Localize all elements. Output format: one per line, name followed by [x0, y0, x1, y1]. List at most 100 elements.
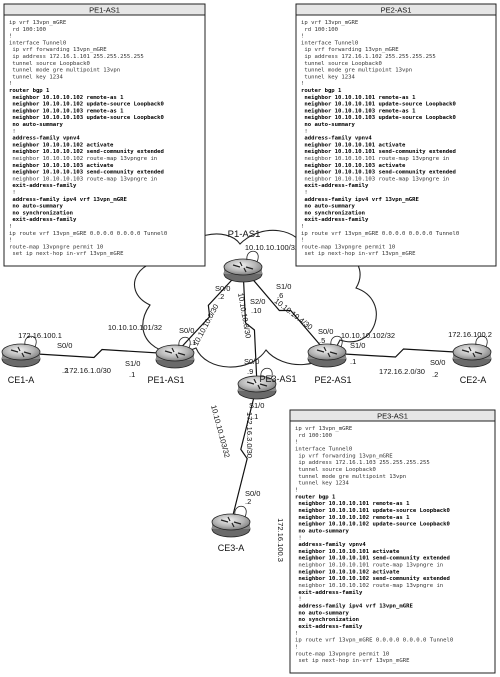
- router-arrow-icon: [253, 378, 257, 384]
- loopback-icon: [178, 336, 191, 349]
- config-line: neighbor 10.10.10.102 send-community ext…: [295, 576, 450, 582]
- router-name-label: PE3-AS1: [259, 374, 296, 384]
- router-ce2: [452, 335, 492, 368]
- router-pe3: [237, 367, 277, 400]
- host-address-label: .2: [432, 370, 438, 379]
- config-line: set ip next-hop in-vrf 13vpn_mGRE: [301, 251, 416, 257]
- config-line: !: [9, 190, 16, 196]
- config-line: exit-address-family: [301, 183, 369, 189]
- router-arrow-icon: [177, 352, 186, 356]
- router-name-label: CE1-A: [8, 375, 35, 385]
- config-line: neighbor 10.10.10.103 activate: [301, 163, 406, 169]
- config-line: tunnel mode gre multipoint 13vpn: [295, 474, 406, 480]
- config-line: route-map 13vpngre permit 10: [295, 651, 389, 657]
- link-subnet-label: 172.16.2.0/30: [379, 367, 425, 376]
- config-line: no synchronization: [301, 210, 365, 216]
- config-line: neighbor 10.10.10.101 send-community ext…: [301, 149, 456, 155]
- router-top-icon: [237, 375, 277, 393]
- interface-label: S0/0: [430, 358, 445, 367]
- router-top-icon: [223, 258, 263, 276]
- config-line: neighbor 10.10.10.101 activate: [295, 549, 400, 555]
- config-line: neighbor 10.10.10.103 update-source Loop…: [301, 115, 457, 121]
- config-line: tunnel source Loopback0: [295, 467, 376, 473]
- config-line: !: [295, 645, 298, 651]
- router-arrow-icon: [239, 261, 243, 267]
- serial-link-pe2-ce2: [326, 348, 473, 358]
- loopback-address-label: 10.10.10.102/32: [341, 331, 395, 340]
- config-line: !: [301, 224, 304, 230]
- interface-label: S1/0: [276, 282, 291, 291]
- config-line: ip vrf 13vpn_mGRE: [301, 20, 359, 26]
- router-pe1: [155, 336, 195, 369]
- loopback-address-label: 172.16.100.3: [276, 518, 285, 562]
- config-line: no auto-summary: [295, 528, 350, 534]
- config-line: exit-address-family: [295, 590, 363, 596]
- config-line: ip address 172.16.1.102 255.255.255.255: [301, 54, 436, 60]
- config-line: no auto-summary: [9, 204, 64, 210]
- config-line: no auto-summary: [301, 204, 356, 210]
- loopback-address-label: 10.10.10.101/32: [108, 323, 162, 332]
- config-line: tunnel source Loopback0: [9, 61, 90, 67]
- config-line: tunnel mode gre multipoint 13vpn: [301, 68, 412, 74]
- config-box-frame: [289, 409, 496, 674]
- host-address-label: .2: [245, 497, 251, 506]
- config-line: neighbor 10.10.10.103 route-map 13vpngre…: [301, 176, 449, 182]
- config-line: neighbor 10.10.10.102 route-map 13vpngre…: [9, 156, 157, 162]
- router-name-label: CE2-A: [460, 375, 487, 385]
- router-arrow-icon: [21, 352, 25, 358]
- loopback-icon: [246, 250, 259, 263]
- config-line: neighbor 10.10.10.102 route-map 13vpngre…: [295, 583, 443, 589]
- config-line: router bgp 1: [9, 88, 50, 94]
- host-address-label: .1: [129, 370, 135, 379]
- config-line: !: [301, 34, 304, 40]
- config-line: neighbor 10.10.10.103 send-community ext…: [301, 170, 456, 176]
- router-ce1: [1, 335, 41, 368]
- loopback-icon: [475, 335, 488, 348]
- config-line: router bgp 1: [301, 88, 342, 94]
- loopback-icon: [234, 505, 247, 518]
- config-line: neighbor 10.10.10.102 remote-as 1: [295, 515, 410, 521]
- config-line: ip vrf 13vpn_mGRE: [295, 426, 353, 432]
- config-line: !: [295, 535, 302, 541]
- interface-label: S0/0: [318, 327, 333, 336]
- config-line: neighbor 10.10.10.101 remote-as 1: [301, 95, 416, 101]
- router-name-label: PE2-AS1: [314, 375, 351, 385]
- router-arrow-icon: [327, 352, 331, 358]
- host-address-label: .9: [247, 367, 253, 376]
- config-box-title-bar: [3, 3, 206, 16]
- config-line: ip vrf forwarding 13vpn_mGRE: [295, 453, 393, 459]
- host-address-label: .5: [319, 336, 325, 345]
- config-line: tunnel key 1234: [301, 74, 356, 80]
- router-pe2: [307, 335, 347, 368]
- router-p1: [223, 250, 263, 283]
- router-arrow-icon: [227, 516, 231, 522]
- interface-label: S0/0: [215, 284, 230, 293]
- router-arrow-icon: [233, 521, 242, 525]
- host-address-label: .1: [190, 338, 196, 347]
- config-line: ip vrf forwarding 13vpn_mGRE: [9, 47, 107, 53]
- interface-label: S1/0: [249, 401, 264, 410]
- config-line: !: [301, 190, 308, 196]
- config-line: neighbor 10.10.10.101 send-community ext…: [295, 556, 450, 562]
- config-box-frame: [295, 3, 497, 267]
- serial-link-p1-pe2: [242, 267, 328, 354]
- link-subnet-label: 172.16.1.0/30: [65, 366, 111, 375]
- router-arrow-icon: [474, 351, 483, 355]
- router-arrow-icon: [17, 346, 21, 352]
- router-arrow-icon: [23, 351, 32, 355]
- host-address-label: .6: [277, 291, 283, 300]
- router-name-label: P1-AS1: [228, 229, 261, 240]
- serial-link-pe1-p1: [174, 267, 244, 355]
- config-line: ip route vrf 13vpn_mGRE 0.0.0.0 0.0.0.0 …: [9, 231, 167, 237]
- config-line: !: [295, 631, 298, 637]
- config-line: exit-address-family: [295, 624, 363, 630]
- config-line: route-map 13vpngre permit 10: [301, 244, 395, 250]
- config-line: !: [301, 129, 308, 135]
- router-arrow-icon: [10, 349, 19, 353]
- config-line: tunnel key 1234: [295, 481, 350, 487]
- config-line: exit-address-family: [9, 217, 77, 223]
- config-line: neighbor 10.10.10.103 update-source Loop…: [9, 115, 165, 121]
- config-line: address-family vpnv4: [9, 136, 80, 142]
- config-line: router bgp 1: [295, 494, 336, 500]
